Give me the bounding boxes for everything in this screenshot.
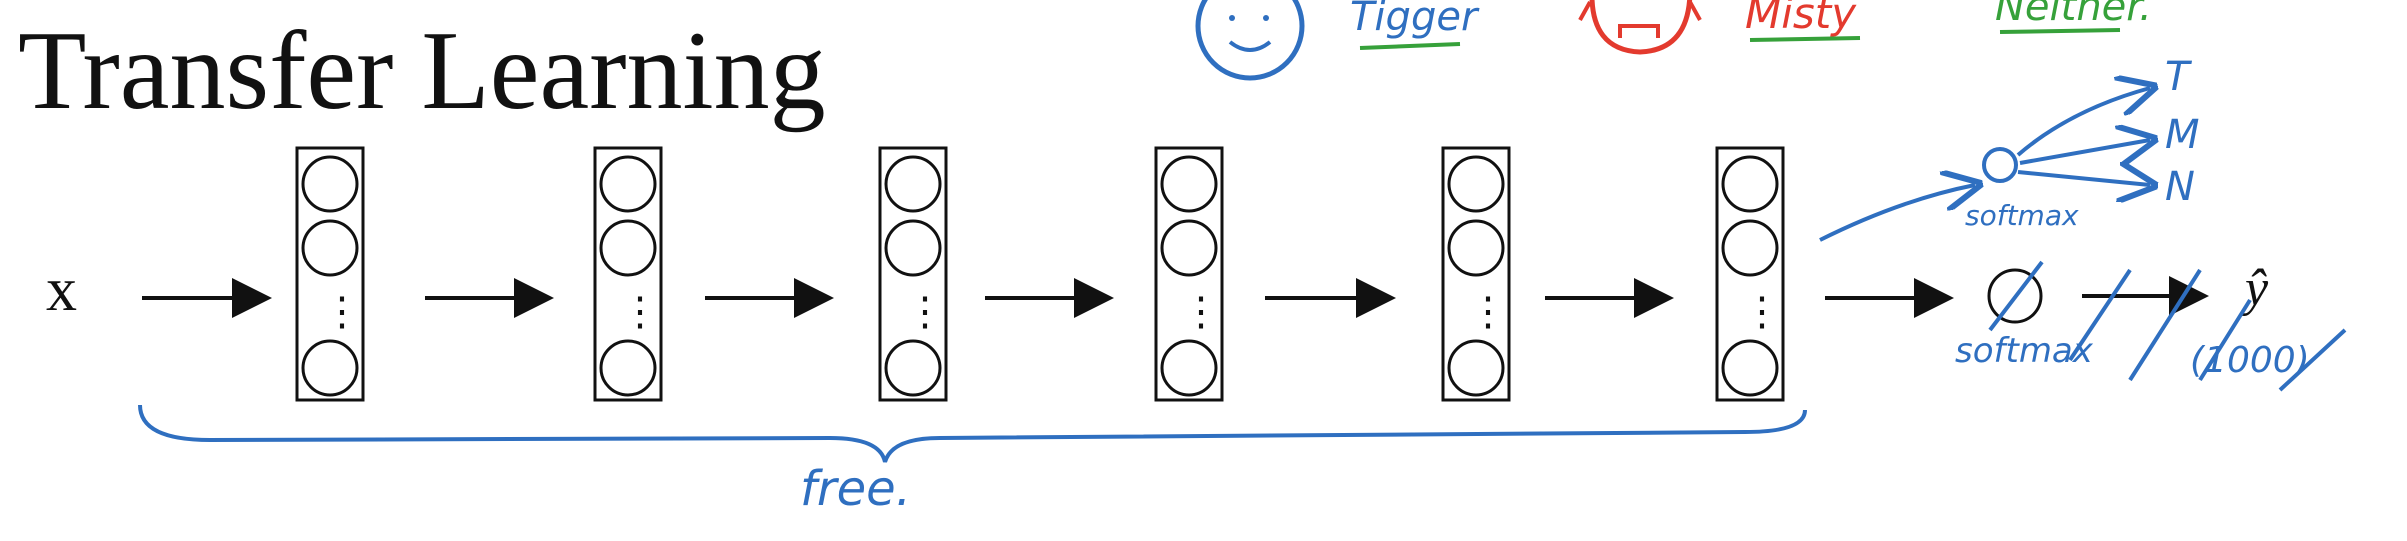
neuron bbox=[1447, 155, 1505, 213]
class-misty-label: Misty bbox=[1745, 0, 1857, 38]
neuron bbox=[599, 219, 657, 277]
neuron-ellipsis: ⋮ bbox=[322, 289, 362, 334]
tigger-face-icon bbox=[1195, 0, 1305, 81]
neuron bbox=[1160, 219, 1218, 277]
new-softmax-label: softmax bbox=[1965, 199, 2079, 232]
neuron bbox=[599, 155, 657, 213]
neuron bbox=[301, 155, 359, 213]
arrow-to-class-n bbox=[2017, 172, 2150, 185]
layer-1: ⋮ bbox=[295, 146, 365, 402]
neuron-ellipsis: ⋮ bbox=[1468, 289, 1508, 334]
neuron bbox=[1721, 219, 1779, 277]
neuron bbox=[1721, 155, 1779, 213]
class-m-label: M bbox=[2165, 112, 2200, 158]
new-softmax-head: softmax T M N bbox=[1819, 54, 2200, 242]
layer-4: ⋮ bbox=[1154, 146, 1224, 402]
neuron bbox=[1160, 339, 1218, 397]
old-output-node: ŷ softmax (1000) bbox=[1955, 260, 2347, 392]
old-softmax-label: softmax bbox=[1955, 331, 2094, 371]
neuron bbox=[1160, 155, 1218, 213]
arrow-to-class-t bbox=[2016, 88, 2150, 157]
neuron bbox=[599, 339, 657, 397]
layer-box bbox=[593, 146, 663, 402]
slide-title: Transfer Learning bbox=[18, 9, 826, 133]
output-neuron bbox=[1987, 268, 2043, 324]
layer-box bbox=[1441, 146, 1511, 402]
neuron bbox=[301, 219, 359, 277]
layer-3: ⋮ bbox=[878, 146, 948, 402]
input-x-label: x bbox=[46, 256, 77, 324]
new-softmax-neuron bbox=[1982, 147, 2018, 183]
class-n-label: N bbox=[2165, 164, 2195, 210]
cross-out-strokes bbox=[2068, 268, 2347, 392]
neuron bbox=[1447, 219, 1505, 277]
class-annotations: Tigger Misty Neither. bbox=[1195, 0, 2152, 81]
layer-box bbox=[878, 146, 948, 402]
neuron-ellipsis: ⋮ bbox=[1742, 289, 1782, 334]
class-neither-label: Neither. bbox=[1995, 0, 2152, 30]
neuron bbox=[1447, 339, 1505, 397]
arrow-to-new-head bbox=[1819, 185, 1975, 242]
old-output-size-label: (1000) bbox=[2190, 340, 2310, 381]
neuron bbox=[884, 219, 942, 277]
frozen-layers-brace: free. bbox=[138, 404, 1807, 517]
neuron bbox=[1721, 339, 1779, 397]
neuron bbox=[301, 339, 359, 397]
layer-5: ⋮ bbox=[1441, 146, 1511, 402]
strike-line bbox=[1988, 260, 2044, 332]
class-t-label: T bbox=[2165, 54, 2193, 100]
arrow-to-class-m bbox=[2019, 140, 2150, 163]
misty-face-icon bbox=[1578, 0, 1702, 55]
layer-6: ⋮ bbox=[1715, 146, 1785, 402]
layer-box bbox=[295, 146, 365, 402]
neuron-ellipsis: ⋮ bbox=[1181, 289, 1221, 334]
layer-box bbox=[1715, 146, 1785, 402]
layer-2: ⋮ bbox=[593, 146, 663, 402]
neuron bbox=[884, 339, 942, 397]
neuron bbox=[884, 155, 942, 213]
neuron-ellipsis: ⋮ bbox=[620, 289, 660, 334]
neuron-ellipsis: ⋮ bbox=[905, 289, 945, 334]
brace-curve bbox=[138, 404, 1807, 463]
brace-note-free: free. bbox=[800, 461, 911, 517]
layer-box bbox=[1154, 146, 1224, 402]
class-tigger-label: Tigger bbox=[1350, 0, 1480, 40]
